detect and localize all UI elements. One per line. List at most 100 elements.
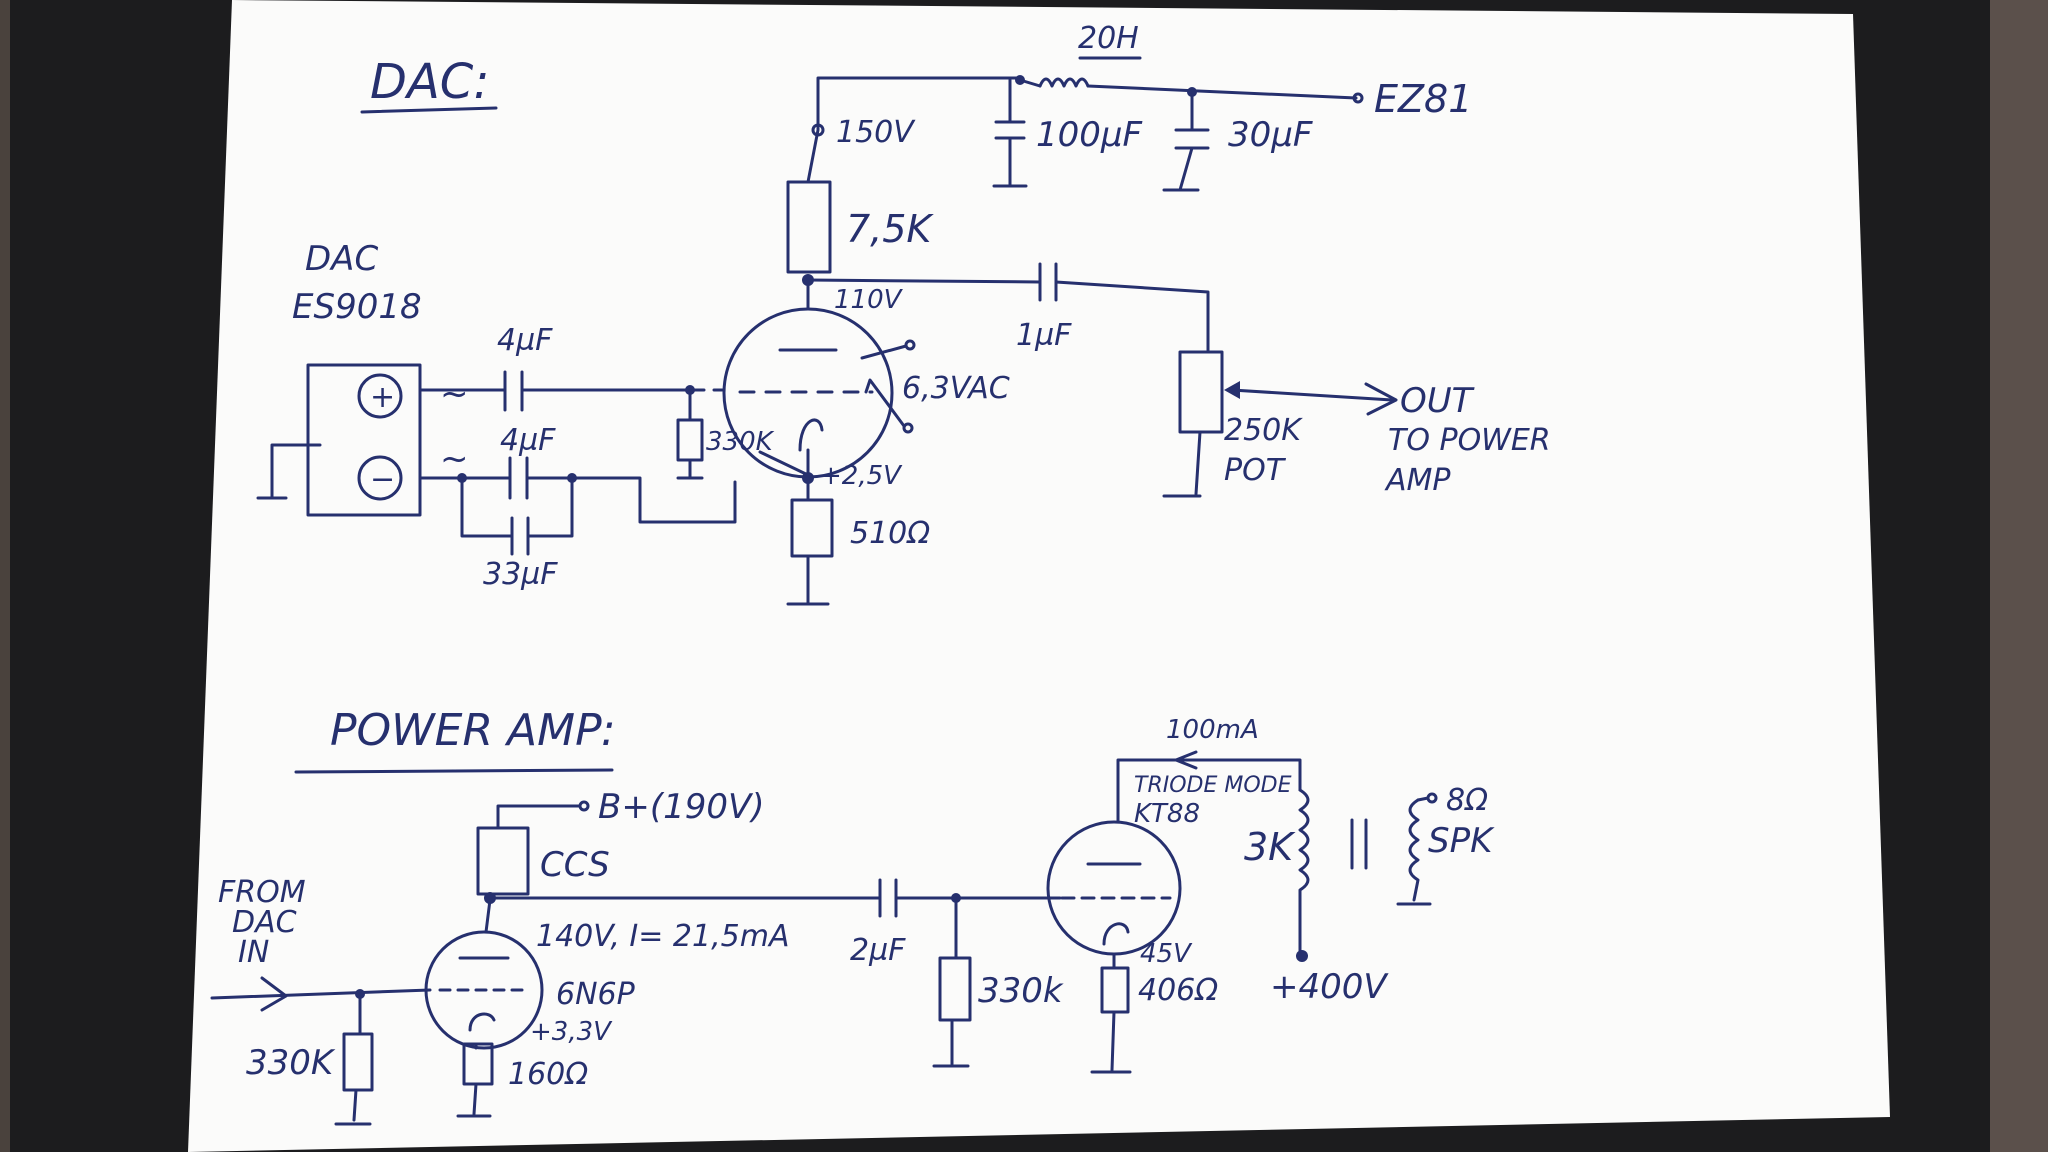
hv-supply-label: +400V <box>1270 967 1389 1007</box>
input-resistor <box>342 1032 374 1092</box>
cathode-ground <box>786 554 830 606</box>
bplus-label: B+(190V) <box>598 787 765 827</box>
supply-node <box>811 123 825 137</box>
plate-resistor-label: 7,5K <box>846 207 934 251</box>
out-label-line2: TO POWER <box>1388 423 1551 458</box>
choke-coil <box>1038 77 1090 88</box>
transformer-primary <box>1298 788 1310 956</box>
dac-minus-terminal <box>357 455 403 501</box>
driver-tube-label: 6N6P <box>556 977 636 1012</box>
dac-plus-terminal <box>357 373 403 419</box>
from-label-line3: IN <box>238 935 269 970</box>
kt88-grid-resistor-label: 330k <box>978 971 1064 1011</box>
grid-resistor <box>676 418 704 462</box>
current-arrow <box>1174 750 1198 770</box>
cathode-resistor <box>790 498 834 558</box>
cathode-voltage-label: +2,5V <box>820 461 903 491</box>
speaker-wire <box>1416 796 1430 802</box>
kt88-cathode-ground <box>1090 1010 1132 1074</box>
coupling-wire <box>806 278 1210 352</box>
node-hv <box>1296 950 1308 962</box>
heater-terminal-bottom <box>902 422 914 434</box>
paper-sheet <box>188 0 1890 1152</box>
cathode-resistor-label: 510Ω <box>850 516 930 551</box>
driver-cathode-voltage: +3,3V <box>530 1017 613 1047</box>
heater-terminal-top <box>904 339 916 351</box>
kt88-label: KT88 <box>1134 799 1200 829</box>
dac-model-label: ES9018 <box>292 287 422 327</box>
bypass-cap-label: 33µF <box>483 557 558 592</box>
driver-triode-envelope <box>424 930 544 1050</box>
kt88-plate-wire <box>1116 758 1302 824</box>
supply-voltage-label: 150V <box>836 115 916 150</box>
out-arrow-head <box>1364 382 1398 416</box>
choke-wire-left <box>1018 78 1042 88</box>
input-arrow <box>210 988 432 1000</box>
input-resistor-label: 330K <box>246 1043 336 1083</box>
filter-cap-2-wire <box>1162 90 1200 192</box>
kt88-cathode-resistor-label: 406Ω <box>1138 973 1218 1008</box>
pot-label: POT <box>1224 453 1287 488</box>
primary-impedance-label: 3K <box>1244 825 1296 869</box>
dac-plus-symbol: + <box>370 380 395 415</box>
dac-chip-label: DAC <box>305 239 378 279</box>
dac-box <box>306 363 422 517</box>
kt88-grid-resistor-wire <box>932 896 970 1068</box>
driver-cathode-ground <box>456 1082 492 1118</box>
kt88-mode-label: TRIODE MODE <box>1134 773 1292 798</box>
operating-point-label: 140V, I= 21,5mA <box>536 919 789 954</box>
pot-ground <box>1162 430 1202 498</box>
kt88-cathode <box>1102 922 1130 946</box>
choke-wire-right <box>1086 84 1358 100</box>
plate-resistor-wire <box>806 76 1020 184</box>
speaker-impedance-label: 8Ω <box>1446 783 1488 818</box>
driver-cathode-resistor <box>462 1042 494 1086</box>
pot-wiper <box>1230 388 1394 402</box>
dac-triode-heater <box>860 344 908 428</box>
filter-cap-1-wire <box>992 78 1028 188</box>
pot-value-label: 250K <box>1224 413 1303 448</box>
node-cathode <box>802 472 814 484</box>
dac-title: DAC: <box>370 54 489 110</box>
node-bypass-left <box>457 473 467 483</box>
pot-wiper-arrow <box>1224 381 1240 399</box>
rectifier-terminal <box>1352 92 1364 104</box>
right-strip <box>1990 0 2048 1152</box>
input-resistor-wire <box>334 992 372 1126</box>
dac-minus-symbol: − <box>370 462 395 497</box>
driver-plate-wire <box>484 898 492 934</box>
bypass-wire <box>460 476 574 538</box>
dac-title-underline <box>360 106 498 114</box>
kt88-grid-resistor <box>938 956 972 1022</box>
speaker-terminal <box>1426 792 1438 804</box>
interstage-cap-label: 2µF <box>850 933 906 968</box>
heater-label: 6,3VAC <box>902 371 1010 406</box>
ccs-supply-wire <box>496 804 582 830</box>
ccs-label: CCS <box>540 845 610 885</box>
choke-label: 20H <box>1078 21 1139 56</box>
rectifier-label: EZ81 <box>1374 77 1472 121</box>
input-arrow-head <box>260 976 288 1012</box>
dac-sig-plus: ~ <box>440 374 469 414</box>
driver-triode-cathode <box>468 1012 496 1032</box>
out-label: OUT <box>1400 381 1475 421</box>
filter-cap-1-label: 100µF <box>1036 115 1143 155</box>
transformer-secondary <box>1396 798 1432 906</box>
power-amp-title: POWER AMP: <box>330 705 616 756</box>
dac-triode-cathode <box>798 418 824 452</box>
dac-ground-wire <box>256 443 322 500</box>
bplus-terminal <box>578 800 590 812</box>
speaker-label: SPK <box>1428 821 1495 861</box>
kt88-cathode-voltage: 45V <box>1140 939 1193 969</box>
plate-voltage-label: 110V <box>834 285 904 315</box>
from-label-line2: DAC <box>232 905 297 940</box>
dac-sig-minus: ~ <box>440 439 469 479</box>
input-cap-bottom-label: 4µF <box>500 423 556 458</box>
filter-cap-2-label: 30µF <box>1228 115 1313 155</box>
node-bypass-right <box>567 473 577 483</box>
from-label-line1: FROM <box>218 875 306 910</box>
out-label-line3: AMP <box>1384 463 1451 498</box>
coupling-cap-label: 1µF <box>1016 318 1072 353</box>
output-current-label: 100mA <box>1166 715 1259 745</box>
